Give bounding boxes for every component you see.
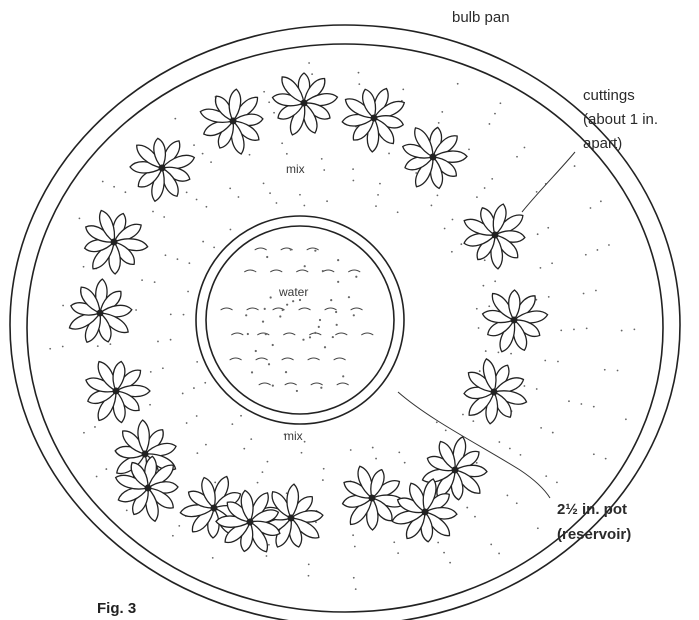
cutting-rosette: [115, 123, 205, 213]
water-label: water: [278, 285, 308, 299]
reservoir-pot-inner-rim: [206, 226, 394, 414]
cutting-rosette: [329, 75, 415, 161]
cuttings-leader-line: [522, 152, 575, 212]
reservoir-pot-outer-rim: [196, 216, 404, 424]
cuttings-label-line2: (about 1 in.: [583, 111, 658, 128]
pot-label-line2: (reservoir): [557, 526, 631, 543]
water-ripples: [221, 248, 374, 392]
cutting-rosette: [188, 74, 280, 166]
cutting-rosette: [68, 344, 160, 436]
figure-caption: Fig. 3: [97, 600, 136, 617]
cutting-rosette: [396, 122, 472, 196]
mix-top-label: mix: [286, 162, 305, 176]
cutting-rosette: [272, 73, 339, 137]
cuttings-label-line1: cuttings: [583, 87, 635, 104]
cutting-rosette: [450, 351, 539, 438]
cutting-rosette: [450, 189, 541, 280]
cuttings-ring: [66, 73, 558, 566]
bulb-pan-label: bulb pan: [452, 9, 510, 26]
mix-bottom-label: mix: [284, 429, 303, 443]
cutting-rosette: [73, 203, 156, 284]
cutting-rosette: [325, 452, 415, 542]
cutting-rosette: [66, 277, 135, 347]
pot-label-line1: 2½ in. pot: [557, 501, 627, 518]
cutting-rosette: [466, 273, 558, 365]
cuttings-label-line3: apart): [583, 135, 622, 152]
